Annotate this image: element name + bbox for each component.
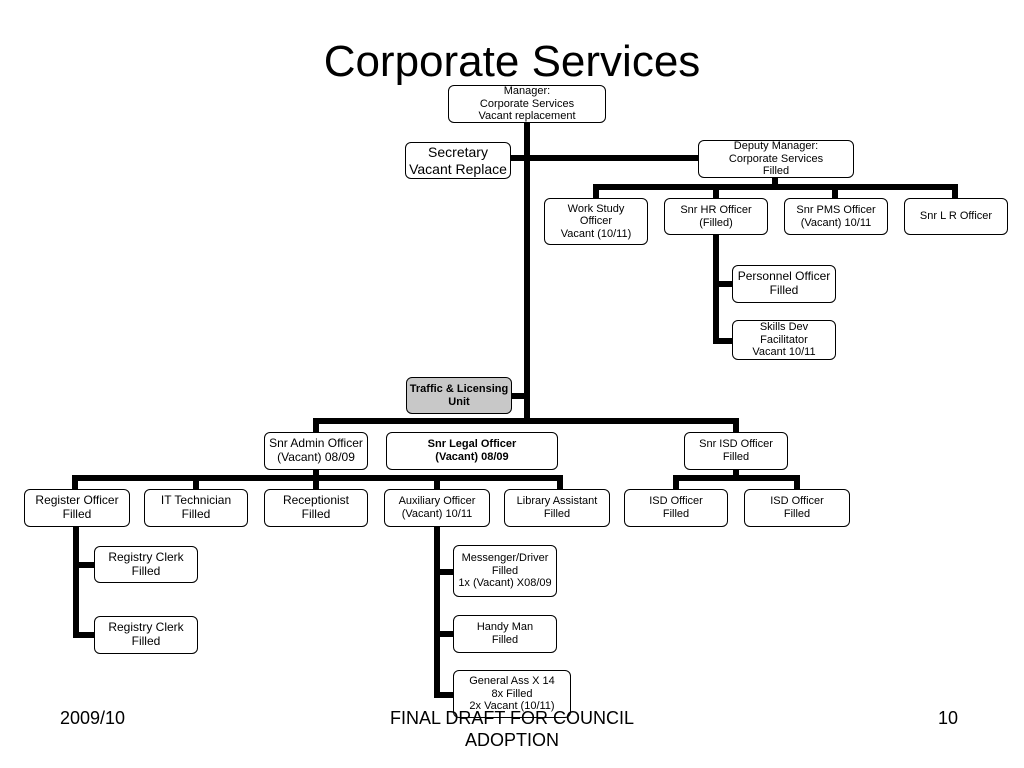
secretary-box: Secretary Vacant Replace [405,142,511,179]
skills-dev-facilitator-box: Skills Dev Facilitator Vacant 10/11 [732,320,836,360]
snr-isd-officer-box: Snr ISD Officer Filled [684,432,788,470]
traffic-licensing-unit-box: Traffic & Licensing Unit [406,377,512,414]
handy-man-box: Handy Man Filled [453,615,557,653]
snr-legal-officer-box: Snr Legal Officer (Vacant) 08/09 [386,432,558,470]
library-assistant-box: Library Assistant Filled [504,489,610,527]
deputy-manager-box: Deputy Manager: Corporate Services Fille… [698,140,854,178]
manager-box: Manager: Corporate Services Vacant repla… [448,85,606,123]
general-ass-box: General Ass X 14 8x Filled 2x Vacant (10… [453,670,571,718]
page-number: 10 [938,708,959,728]
auxiliary-officer-box: Auxiliary Officer (Vacant) 10/11 [384,489,490,527]
receptionist-box: Receptionist Filled [264,489,368,527]
messenger-driver-box: Messenger/Driver Filled 1x (Vacant) X08/… [453,545,557,597]
snr-lr-officer-box: Snr L R Officer [904,198,1008,235]
footer-year: 2009/10 [60,708,126,728]
footer-caption: FINAL DRAFT FOR COUNCIL ADOPTION [389,708,635,750]
isd-officer-box-1: ISD Officer Filled [624,489,728,527]
work-study-officer-box: Work Study Officer Vacant (10/11) [544,198,648,245]
snr-hr-officer-box: Snr HR Officer (Filled) [664,198,768,235]
register-officer-box: Register Officer Filled [24,489,130,527]
registry-clerk-box-2: Registry Clerk Filled [94,616,198,654]
it-technician-box: IT Technician Filled [144,489,248,527]
slide-title: Corporate Services [323,37,701,86]
snr-admin-officer-box: Snr Admin Officer (Vacant) 08/09 [264,432,368,470]
personnel-officer-box: Personnel Officer Filled [732,265,836,303]
registry-clerk-box-1: Registry Clerk Filled [94,546,198,583]
snr-pms-officer-box: Snr PMS Officer (Vacant) 10/11 [784,198,888,235]
isd-officer-box-2: ISD Officer Filled [744,489,850,527]
